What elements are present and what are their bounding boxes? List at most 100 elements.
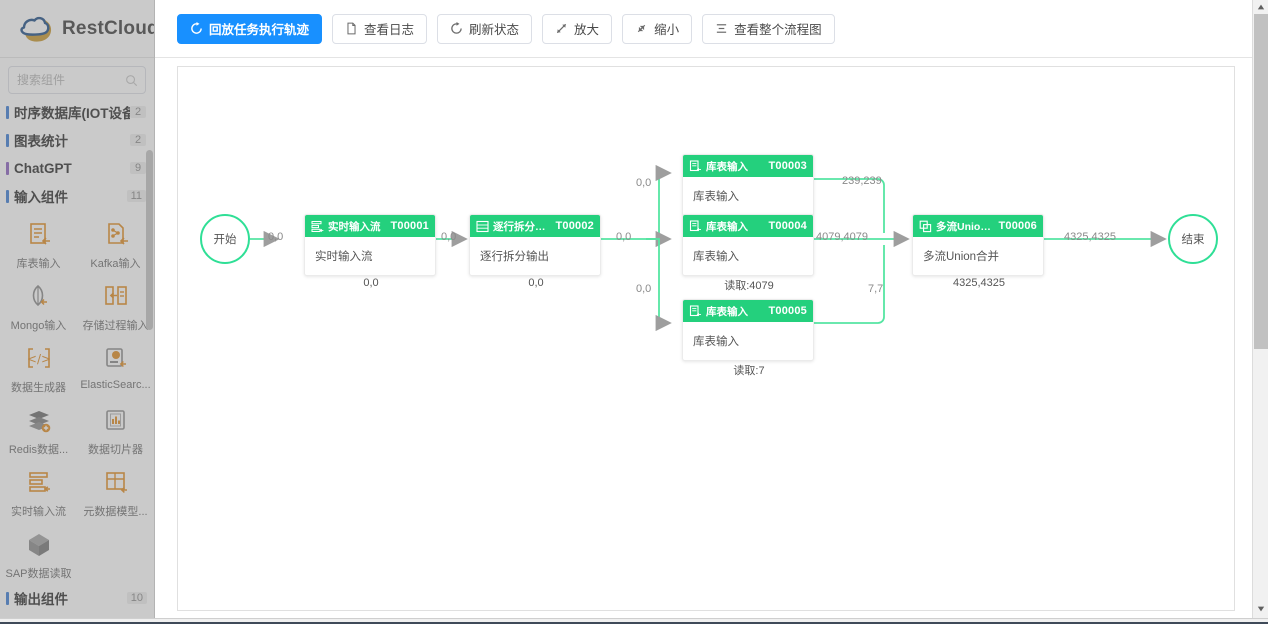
category-label: ChatGPT: [14, 160, 72, 176]
button-label: 放大: [574, 23, 600, 37]
flow-edges-layer: [250, 164, 1167, 332]
component-table-input[interactable]: 库表输入: [0, 216, 77, 278]
category-accent-bar: [6, 161, 9, 175]
node-code: T00002: [555, 220, 594, 232]
window-bottom-bar: [0, 618, 1268, 624]
kafka-input-icon: [101, 220, 131, 250]
node-metrics: 读取:4079: [724, 280, 774, 292]
zoom-in-button[interactable]: 放大: [542, 13, 613, 44]
category-count: 9: [130, 162, 146, 174]
component-kafka-input[interactable]: Kafka输入: [77, 216, 154, 278]
cloud-logo-icon: [10, 11, 58, 47]
sidebar-category-output[interactable]: 输出组件 10: [0, 584, 154, 612]
replay-trace-button[interactable]: 回放任务执行轨迹: [177, 13, 323, 44]
main-panel: 回放任务执行轨迹 查看日志 刷新状态: [155, 0, 1256, 618]
edge-label-t3-t6: 239,239: [842, 175, 882, 187]
category-accent-bar: [6, 189, 9, 203]
component-elasticsearch-input[interactable]: ElasticSearc...: [77, 340, 154, 402]
window-scrollbar[interactable]: [1252, 0, 1268, 624]
component-label: 数据生成器: [11, 382, 66, 394]
svg-text:</>: </>: [26, 352, 50, 366]
node-metrics: 0,0: [528, 277, 544, 289]
component-metadata-model[interactable]: 元数据模型...: [77, 464, 154, 526]
node-title: 逐行拆分输...: [493, 220, 552, 233]
node-title: 库表输入: [706, 305, 748, 318]
flow-node-T00003[interactable]: 库表输入 T00003 库表输入 读取:239: [682, 154, 814, 232]
node-code: T00003: [768, 160, 807, 172]
sidebar-scrollbar-thumb[interactable]: [146, 150, 153, 330]
document-icon: [345, 22, 358, 35]
search-input[interactable]: [9, 73, 145, 87]
search-box[interactable]: [8, 66, 146, 94]
component-realtime-input-stream[interactable]: 实时输入流: [0, 464, 77, 526]
category-count: 10: [126, 592, 147, 604]
sidebar-scrollbar[interactable]: [146, 58, 153, 616]
component-label: ElasticSearc...: [80, 379, 151, 391]
node-header: 库表输入 T00003: [683, 155, 813, 177]
edge-label-t6-end: 4325,4325: [1064, 231, 1116, 243]
zoom-out-icon: [635, 22, 648, 35]
node-code: T00001: [390, 220, 429, 232]
node-metrics: 读取:7: [733, 365, 765, 377]
edge-label-t4-t6: 4079,4079: [816, 231, 868, 243]
component-mongo-input[interactable]: Mongo输入: [0, 278, 77, 340]
flow-node-T00001[interactable]: 实时输入流 T00001 实时输入流 0,0: [304, 214, 436, 289]
node-body: 逐行拆分输出: [480, 251, 549, 263]
component-data-slicer[interactable]: 数据切片器: [77, 402, 154, 464]
node-header: 库表输入 T00004: [683, 215, 813, 237]
brand-name: RestCloud: [62, 17, 155, 39]
bottom-bar-fill: [0, 622, 1268, 624]
sidebar-category-chart[interactable]: 图表统计 2: [0, 126, 154, 154]
button-label: 查看整个流程图: [734, 23, 822, 37]
zoom-out-button[interactable]: 缩小: [622, 13, 693, 44]
brand-header: RestCloud: [0, 0, 154, 58]
table-input-icon: [24, 220, 54, 250]
data-generator-icon: </>: [24, 344, 54, 374]
flow-end-node[interactable]: 结束: [1168, 214, 1218, 264]
component-sap-data-read[interactable]: SAP数据读取: [0, 526, 77, 588]
node-header: 逐行拆分输... T00002: [470, 215, 600, 237]
category-label: 输入组件: [14, 190, 68, 205]
zoom-in-icon: [555, 22, 568, 35]
component-label: Mongo输入: [10, 320, 67, 332]
sidebar-category-iot[interactable]: 时序数据库(IOT设备) 2: [0, 98, 154, 126]
node-header: 多流Union... T00006: [913, 215, 1043, 237]
component-label: 库表输入: [16, 258, 61, 270]
component-palette: 库表输入 Kafka输入: [0, 210, 154, 588]
refresh-status-button[interactable]: 刷新状态: [437, 13, 533, 44]
flow-node-T00005[interactable]: 库表输入 T00005 库表输入 读取:7: [682, 299, 814, 377]
button-label: 回放任务执行轨迹: [209, 23, 310, 37]
flow-node-T00002[interactable]: 逐行拆分输... T00002 逐行拆分输出 0,0: [469, 214, 601, 289]
flow-diagram: 0,0 0,0 0,0 0,0 0,0 239,239 4079,4079 7,…: [178, 67, 1234, 610]
flow-node-T00004[interactable]: 库表输入 T00004 库表输入 读取:4079: [682, 214, 814, 292]
sidebar-category-chatgpt[interactable]: ChatGPT 9: [0, 154, 154, 182]
end-node-label: 结束: [1181, 234, 1205, 246]
realtime-input-stream-icon: [24, 468, 54, 498]
flow-canvas[interactable]: 0,0 0,0 0,0 0,0 0,0 239,239 4079,4079 7,…: [177, 66, 1235, 611]
scroll-down-arrow-icon[interactable]: [1253, 602, 1268, 616]
component-data-generator[interactable]: </> 数据生成器: [0, 340, 77, 402]
component-redis-data[interactable]: Redis数据...: [0, 402, 77, 464]
component-stored-procedure-input[interactable]: 存储过程输入: [77, 278, 154, 340]
sidebar-category-input[interactable]: 输入组件 11: [0, 182, 154, 210]
category-accent-bar: [6, 591, 9, 605]
flow-node-T00006[interactable]: 多流Union... T00006 多流Union合并 4325,4325: [912, 214, 1044, 289]
edge-label-t1-t2: 0,0: [441, 231, 457, 243]
window-scrollbar-thumb[interactable]: [1254, 14, 1268, 349]
view-log-button[interactable]: 查看日志: [332, 13, 428, 44]
node-body: 库表输入: [693, 336, 739, 348]
elasticsearch-input-icon: [101, 344, 131, 374]
edge-label-t2-out: 0,0: [616, 231, 632, 243]
component-label: 实时输入流: [11, 506, 66, 518]
category-accent-bar: [6, 133, 9, 147]
flow-start-node[interactable]: 开始: [200, 214, 250, 264]
view-whole-flow-button[interactable]: 查看整个流程图: [702, 13, 835, 44]
row-split-icon: [476, 220, 489, 233]
scroll-up-arrow-icon[interactable]: [1253, 0, 1268, 14]
replay-icon: [190, 22, 203, 35]
refresh-icon: [450, 22, 463, 35]
node-header: 实时输入流 T00001: [305, 215, 435, 237]
component-label: 元数据模型...: [83, 506, 148, 518]
stored-procedure-input-icon: [101, 282, 131, 312]
